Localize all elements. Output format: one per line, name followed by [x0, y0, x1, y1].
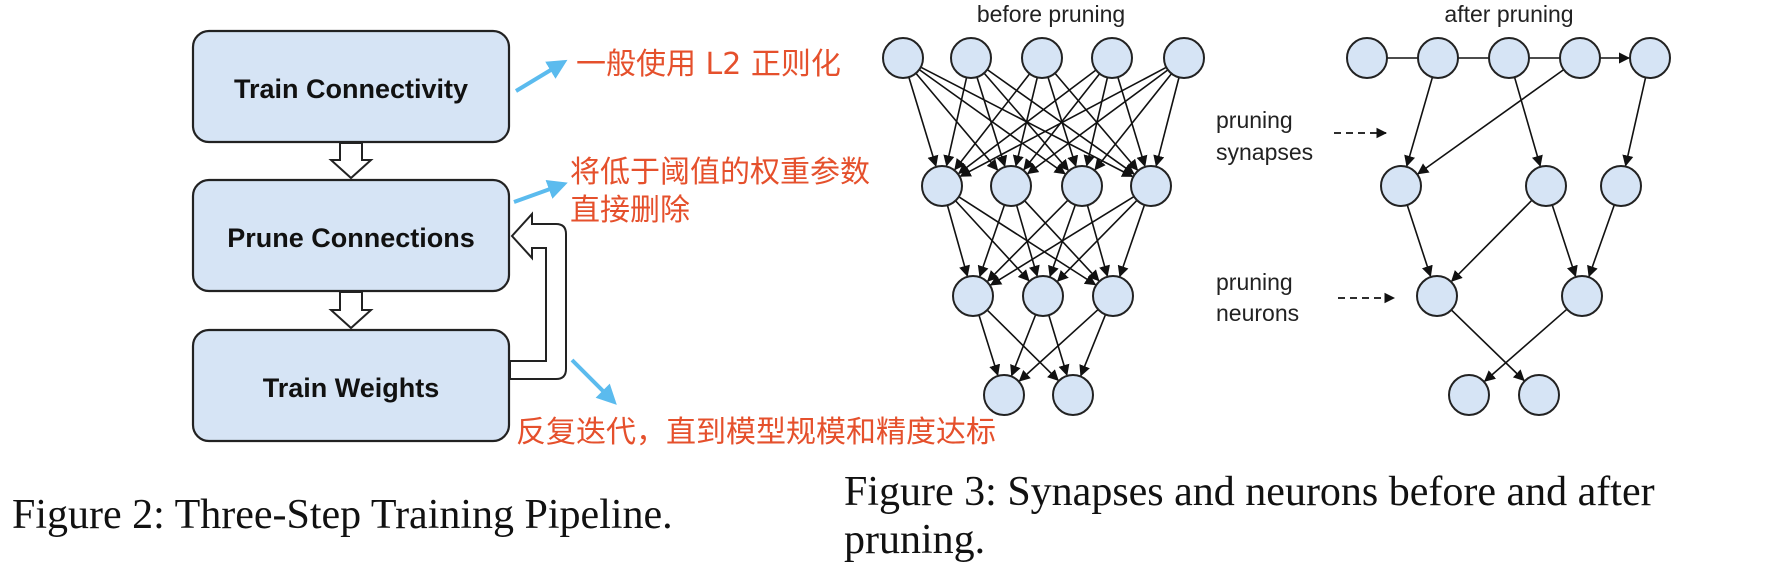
step-label-prune-connections: Prune Connections	[227, 223, 475, 253]
neuron-before	[921, 165, 963, 207]
pipeline-diagram: Train Connectivity Prune Connections Tra…	[12, 29, 996, 538]
before-network-edges	[908, 66, 1180, 382]
synapse-after	[1587, 204, 1616, 278]
pruning-neurons-label-line1: pruning	[1216, 269, 1293, 295]
loop-back-arrow	[509, 211, 567, 380]
neuron-before	[1052, 374, 1094, 416]
synapse-after	[1450, 309, 1525, 382]
neuron-after	[1518, 374, 1560, 416]
step-label-train-connectivity: Train Connectivity	[234, 74, 468, 104]
figure2-caption: Figure 2: Three-Step Training Pipeline.	[12, 492, 673, 538]
down-arrow-1	[328, 142, 374, 180]
synapse-before	[1153, 77, 1180, 167]
neuron-after	[1629, 37, 1671, 79]
neuron-after	[1417, 37, 1459, 79]
neuron-after	[1448, 374, 1490, 416]
pruning-synapses-label-line1: pruning	[1216, 107, 1293, 133]
after-network-edges	[1387, 52, 1647, 382]
synapse-before	[986, 68, 1135, 175]
pruning-neurons-label-line2: neurons	[1216, 300, 1299, 326]
synapse-before	[959, 66, 1167, 177]
down-arrow-2	[328, 291, 374, 330]
after-network-neurons	[1346, 37, 1671, 416]
neuron-before	[950, 37, 992, 79]
synapse-before	[1023, 73, 1101, 171]
figure3-caption-line2: pruning.	[844, 517, 985, 563]
synapse-after	[1406, 204, 1433, 278]
neuron-before	[1021, 37, 1063, 79]
neuron-after	[1561, 275, 1603, 317]
annotation-arrow-3	[570, 358, 617, 405]
neuron-before	[1091, 37, 1133, 79]
synapse-before	[946, 205, 970, 277]
synapse-before	[986, 309, 1059, 382]
synapse-before	[943, 77, 968, 167]
pruning-diagram: before pruning after pruning pruning syn…	[844, 1, 1671, 563]
step-box-train-weights	[191, 328, 511, 443]
pruning-synapses-label-line2: synapses	[1216, 139, 1313, 165]
neuron-before	[1092, 275, 1134, 317]
synapse-after	[1417, 68, 1565, 175]
annotation-threshold-line2: 直接删除	[570, 193, 690, 228]
neuron-before	[882, 37, 924, 79]
annotation-arrow-1	[514, 59, 568, 93]
synapse-before	[957, 69, 1097, 175]
neuron-after	[1600, 165, 1642, 207]
synapse-before	[976, 76, 1008, 168]
synapse-before	[1117, 76, 1148, 167]
neuron-before	[1061, 165, 1103, 207]
synapse-before	[977, 204, 1006, 278]
neuron-before	[990, 165, 1032, 207]
synapse-after	[1450, 199, 1533, 282]
neuron-after	[1380, 165, 1422, 207]
before-pruning-title: before pruning	[977, 1, 1125, 27]
neuron-after	[1416, 275, 1458, 317]
synapse-before	[1056, 199, 1138, 282]
synapse-before	[1010, 314, 1037, 377]
synapse-before	[986, 199, 1069, 282]
neuron-before	[952, 275, 994, 317]
synapse-before	[989, 195, 1135, 286]
neuron-before	[1163, 37, 1205, 79]
synapse-before	[1054, 72, 1139, 171]
figure3-caption-line1: Figure 3: Synapses and neurons before an…	[844, 469, 1655, 515]
neuron-before	[983, 374, 1025, 416]
synapse-before	[1018, 308, 1099, 382]
synapse-after	[1622, 77, 1647, 167]
synapse-before	[1079, 314, 1107, 377]
step-label-train-weights: Train Weights	[263, 373, 440, 403]
neuron-after	[1346, 37, 1388, 79]
neuron-after	[1488, 37, 1530, 79]
after-pruning-title: after pruning	[1444, 1, 1573, 27]
annotation-threshold-line1: 将低于阈值的权重参数	[570, 155, 870, 190]
synapse-after	[1551, 204, 1578, 278]
synapse-before	[1094, 73, 1173, 171]
synapse-before	[1026, 69, 1169, 175]
neuron-before	[1130, 165, 1172, 207]
annotation-arrow-2	[513, 180, 568, 204]
synapse-after	[1513, 76, 1543, 167]
neuron-before	[1022, 275, 1064, 317]
synapse-before	[978, 314, 1001, 377]
synapse-before	[1117, 204, 1146, 278]
annotation-iterate: 反复迭代，直到模型规模和精度达标	[516, 415, 996, 450]
neuron-after	[1525, 165, 1567, 207]
synapse-before	[954, 73, 1031, 171]
neuron-after	[1559, 37, 1601, 79]
synapse-after	[1404, 76, 1434, 167]
synapse-before	[908, 76, 939, 167]
before-network-neurons	[882, 37, 1205, 416]
annotation-regularization: 一般使用 L2 正则化	[576, 47, 841, 82]
synapse-after	[1483, 308, 1568, 382]
